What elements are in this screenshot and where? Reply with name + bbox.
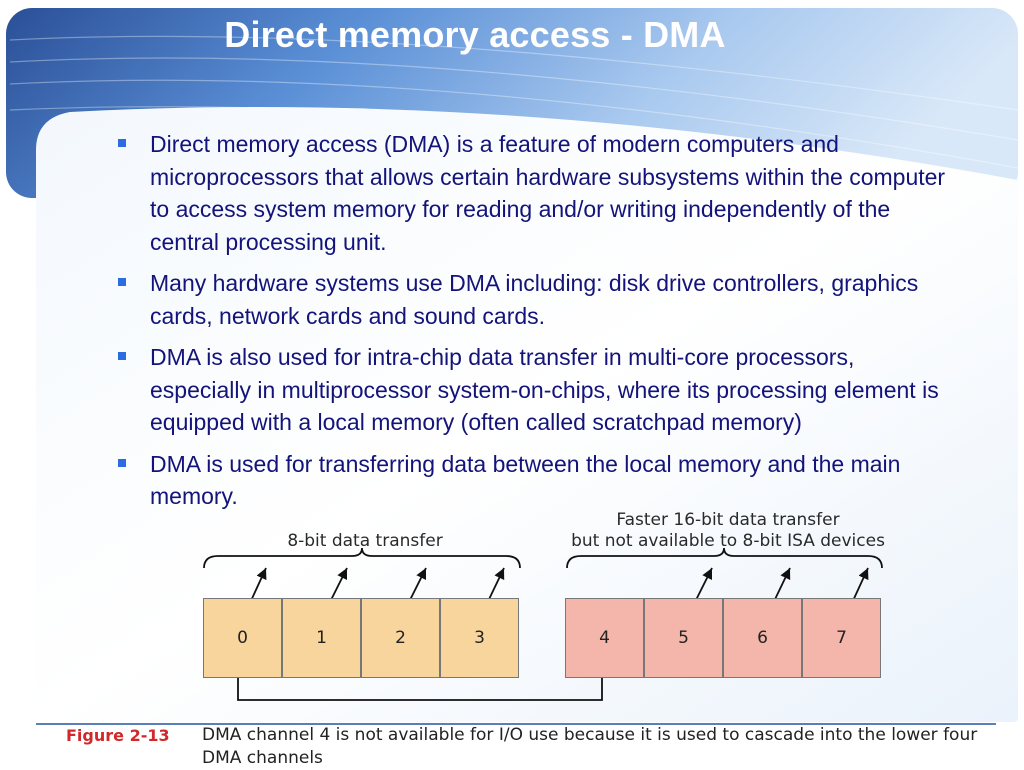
label-16bit-transfer-line2: but not available to 8-bit ISA devices xyxy=(571,531,885,551)
slide-title: Direct memory access - DMA xyxy=(224,14,726,55)
bullet-text: DMA is also used for intra-chip data tra… xyxy=(150,344,939,435)
dma-channel-cell: 7 xyxy=(802,598,881,678)
square-bullet-icon xyxy=(118,458,126,467)
bullet-item: Direct memory access (DMA) is a feature … xyxy=(114,128,960,258)
brace-8bit xyxy=(203,547,521,569)
dma-channel-cell: 2 xyxy=(361,598,440,678)
bullet-item: Many hardware systems use DMA including:… xyxy=(114,267,960,332)
dma-channel-cell: 6 xyxy=(723,598,802,678)
dma-channel-cell: 4 xyxy=(565,598,644,678)
bullet-list: Direct memory access (DMA) is a feature … xyxy=(114,128,960,522)
bullet-item: DMA is used for transferring data betwee… xyxy=(114,448,960,513)
square-bullet-icon xyxy=(118,139,126,147)
dma-channel-cell: 0 xyxy=(203,598,282,678)
brace-16bit xyxy=(566,547,883,569)
bullet-item: DMA is also used for intra-chip data tra… xyxy=(114,341,960,439)
cascade-connector xyxy=(232,664,603,701)
label-16bit-transfer-line1: Faster 16-bit data transfer xyxy=(616,510,840,530)
square-bullet-icon xyxy=(118,278,126,286)
dma-channel-cell: 5 xyxy=(644,598,723,678)
label-8bit-transfer: 8-bit data transfer xyxy=(287,531,443,551)
figure-label: Figure 2-13 xyxy=(66,726,170,745)
bullet-text: DMA is used for transferring data betwee… xyxy=(150,450,901,510)
figure-caption: DMA channel 4 is not available for I/O u… xyxy=(202,725,978,768)
caption-divider xyxy=(36,723,996,725)
bullet-text: Many hardware systems use DMA including:… xyxy=(150,270,919,329)
square-bullet-icon xyxy=(118,352,126,360)
bullet-text: Direct memory access (DMA) is a feature … xyxy=(150,131,946,255)
dma-channel-cell: 3 xyxy=(440,598,519,678)
dma-channel-cell: 1 xyxy=(282,598,361,678)
